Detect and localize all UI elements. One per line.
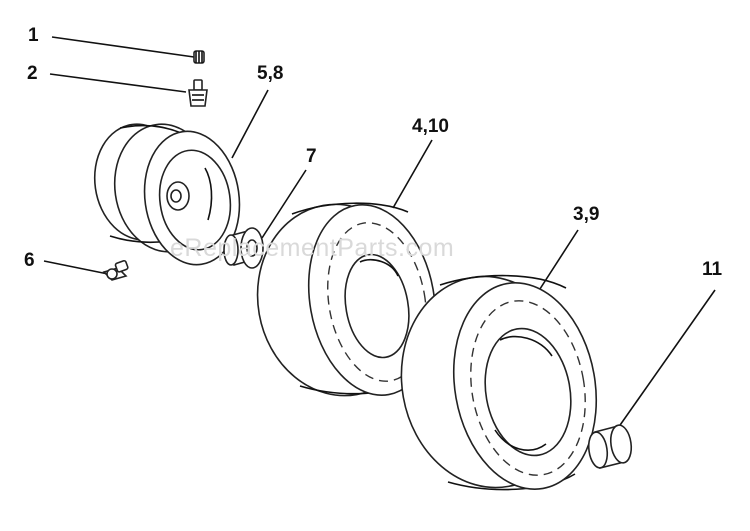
callout-11: 11 <box>702 259 723 280</box>
callout-4-10: 4,10 <box>412 116 449 137</box>
leader-line-2 <box>49 73 187 93</box>
valve-cap-part <box>193 50 205 64</box>
leader-line-6 <box>43 260 109 275</box>
valve-stem-part <box>188 79 208 107</box>
watermark-text: eReplacementParts.com <box>170 234 455 262</box>
leader-line-7 <box>261 169 307 239</box>
bolt-part <box>102 259 129 281</box>
leader-line-5-8 <box>231 89 269 159</box>
bearing-part <box>587 424 633 469</box>
leader-line-1 <box>51 36 195 58</box>
callout-2: 2 <box>27 63 38 84</box>
callout-1: 1 <box>28 25 39 46</box>
front-tire-part <box>256 202 437 397</box>
bushing-part <box>223 227 264 269</box>
leader-line-4-10 <box>392 139 433 209</box>
leader-line-11 <box>617 289 716 429</box>
callout-5-8: 5,8 <box>257 63 284 84</box>
leader-line-3-9 <box>537 229 579 293</box>
rim-part <box>93 123 241 266</box>
callout-6: 6 <box>24 250 35 271</box>
callout-3-9: 3,9 <box>573 204 600 225</box>
callout-7: 7 <box>306 146 317 167</box>
rear-tire-part <box>400 274 598 491</box>
